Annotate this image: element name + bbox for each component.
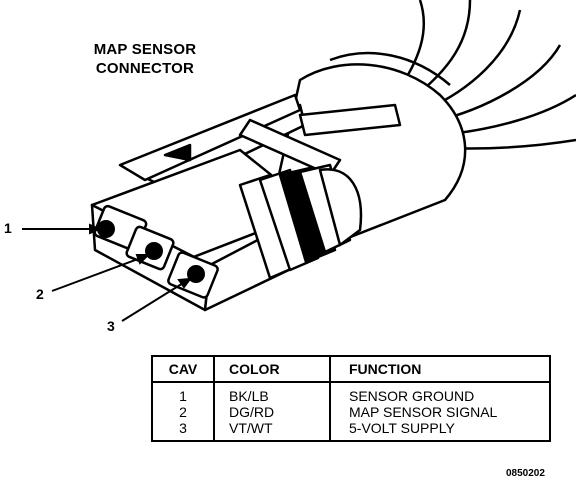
cavity-2-terminal	[145, 242, 163, 260]
header-color: COLOR	[214, 356, 331, 383]
cell-function: MAP SENSOR SIGNAL	[349, 404, 498, 420]
cell-cav: 3	[152, 420, 215, 441]
cell-function: 5-VOLT SUPPLY	[349, 420, 455, 436]
table-row: 3 VT/WT 5-VOLT SUPPLY	[152, 420, 550, 441]
table-header-row: CAV COLOR FUNCTION	[152, 356, 550, 383]
cell-cav: 1	[152, 382, 215, 404]
cell-color: DG/RD	[214, 404, 331, 420]
cell-cav: 2	[152, 404, 215, 420]
header-cav: CAV	[152, 356, 215, 383]
callout-2: 2	[36, 286, 44, 302]
cell-color: BK/LB	[214, 382, 331, 404]
callout-leaders	[22, 223, 193, 322]
pinout-table: CAV COLOR FUNCTION 1 BK/LB SENSOR GROUND…	[151, 355, 551, 442]
cell-function: SENSOR GROUND	[349, 388, 475, 404]
cavity-3-terminal	[187, 265, 205, 283]
cell-color: VT/WT	[214, 420, 331, 441]
connector-housing	[90, 51, 467, 312]
callout-3: 3	[107, 318, 115, 334]
table-row: 1 BK/LB SENSOR GROUND	[152, 382, 550, 404]
title-line-1: MAP SENSOR	[93, 41, 197, 58]
figure-id: 0850202	[506, 468, 545, 479]
diagram-title: MAP SENSOR CONNECTOR	[80, 40, 210, 78]
header-function: FUNCTION	[330, 356, 550, 383]
table-row: 2 DG/RD MAP SENSOR SIGNAL	[152, 404, 550, 420]
title-line-2: CONNECTOR	[95, 60, 195, 77]
terminal-pins	[97, 220, 205, 283]
callout-1: 1	[4, 220, 12, 236]
